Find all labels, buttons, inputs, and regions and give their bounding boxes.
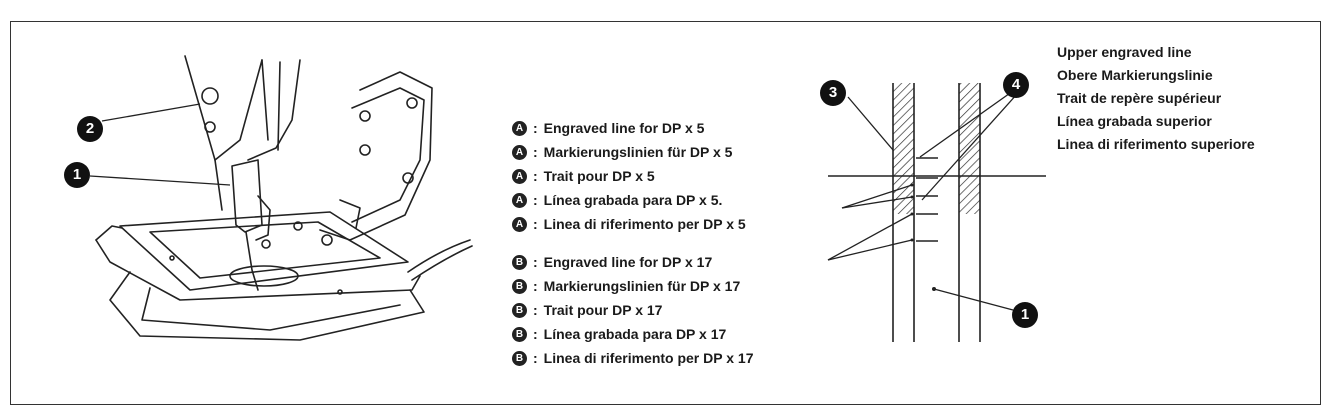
callout-1-needle: 1 xyxy=(1012,302,1038,328)
figure-frame xyxy=(10,21,1321,405)
legend-a: A:Engraved line for DP x 5 A:Markierungs… xyxy=(512,116,852,236)
marker-b-icon: B xyxy=(512,302,527,318)
marker-a-icon: A xyxy=(512,168,527,184)
upper-label-line: Upper engraved line xyxy=(1057,44,1192,60)
marker-a-icon: A xyxy=(512,216,527,232)
marker-b-icon: B xyxy=(512,326,527,342)
callout-2: 2 xyxy=(77,116,103,142)
marker-b-icon: B xyxy=(512,254,527,270)
upper-label-line: Línea grabada superior xyxy=(1057,113,1212,129)
upper-label-line: Obere Markierungslinie xyxy=(1057,67,1213,83)
callout-3: 3 xyxy=(820,80,846,106)
legend-b-item: B:Trait pour DP x 17 xyxy=(512,298,852,322)
callout-1: 1 xyxy=(64,162,90,188)
legend-a-item: A:Trait pour DP x 5 xyxy=(512,164,852,188)
legend-b-item: B:Engraved line for DP x 17 xyxy=(512,250,852,274)
legend-b-item: B:Línea grabada para DP x 17 xyxy=(512,322,852,346)
legend-a-item: A:Linea di riferimento per DP x 5 xyxy=(512,212,852,236)
legend-a-item: A:Markierungslinien für DP x 5 xyxy=(512,140,852,164)
marker-b-icon: B xyxy=(512,278,527,294)
legend-b-item: B:Markierungslinien für DP x 17 xyxy=(512,274,852,298)
legend-b: B:Engraved line for DP x 17 B:Markierung… xyxy=(512,250,852,370)
upper-label-line: Trait de repère supérieur xyxy=(1057,90,1222,106)
marker-a-icon: A xyxy=(512,144,527,160)
upper-label-line: Linea di riferimento superiore xyxy=(1057,136,1255,152)
legend-a-item: A:Engraved line for DP x 5 xyxy=(512,116,852,140)
callout-4: 4 xyxy=(1003,72,1029,98)
upper-engraved-line-label: Upper engraved line Obere Markierungslin… xyxy=(1057,41,1255,156)
marker-a-icon: A xyxy=(512,192,527,208)
legend-a-item: A:Línea grabada para DP x 5. xyxy=(512,188,852,212)
marker-b-icon: B xyxy=(512,350,527,366)
legend-b-item: B:Linea di riferimento per DP x 17 xyxy=(512,346,852,370)
marker-a-icon: A xyxy=(512,120,527,136)
